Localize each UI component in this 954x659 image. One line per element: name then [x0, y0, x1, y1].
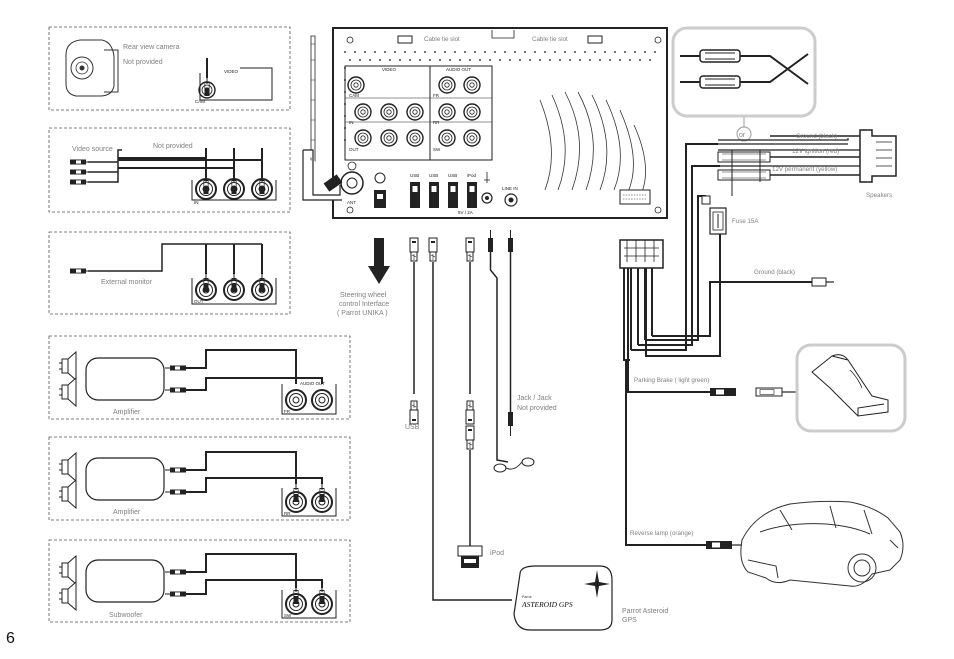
usb-port-2-label: USB [429, 173, 438, 178]
ipod-port-label: iPod [467, 173, 477, 178]
cable-tie-slot-2-label: Cable tie slot [532, 36, 568, 43]
ignition-label: 12V ignition (red) [792, 148, 839, 155]
head-video-label: VIDEO [382, 67, 397, 72]
parrot-unika-label: ( Parrot UNIKA ) [337, 310, 388, 317]
speakers-label: Speakers [866, 192, 892, 199]
handbrake-icon [795, 343, 907, 433]
cable-tie-slot-1-label: Cable tie slot [424, 36, 460, 43]
jack-jack-label: Jack / Jack [517, 395, 552, 402]
video-not-provided-label: Not provided [153, 143, 193, 150]
fuse-icon [701, 195, 727, 235]
earphones-icon [493, 457, 535, 473]
power-spec-label: 5V / 2A [458, 210, 473, 215]
external-monitor-panel: External monitor OUT [48, 231, 291, 315]
gps-label: GPS [622, 617, 637, 624]
heatsink [539, 91, 646, 193]
video-source-panel: Video source Not provided IN [48, 127, 291, 213]
amplifier-fr-label: Amplifier [113, 409, 141, 416]
head-rr-label: RR [433, 120, 440, 125]
head-sw-label: SW [433, 147, 441, 152]
rear-camera-panel: Rear view camera Not provided VIDEO CAM [48, 26, 291, 111]
parking-brake-label: Parking Brake ( light green) [634, 377, 709, 384]
antenna [302, 35, 343, 201]
ground-black-label: Ground (black) [796, 133, 837, 140]
ant-label: ANT [347, 200, 356, 205]
rca-panel: VIDEO AUDIO OUT CAM IN OUT FR RR SW [344, 65, 493, 161]
wiring-harness: Ground (black) 12V ignition (red) 12V pe… [619, 129, 897, 549]
or-label: or [739, 132, 746, 139]
steering-arrow: Steering wheel control Interface ( Parro… [337, 238, 390, 317]
audio-out-label: AUDIO OUT [300, 381, 325, 386]
reverse-lamp-label: Reverse lamp (orange) [630, 530, 693, 537]
usb-port-1-label: USB [410, 173, 419, 178]
ipod-label: iPod [490, 550, 504, 557]
steering-wheel-label: Steering wheel [340, 292, 387, 299]
usb-label: USB [405, 424, 420, 431]
camera-icon [65, 39, 119, 97]
out-label: OUT [194, 299, 204, 304]
jack-not-provided-label: Not provided [517, 405, 557, 412]
subwoofer-panel: Subwoofer SW [48, 539, 351, 623]
fuse-label: Fuse 15A [732, 218, 759, 225]
camera-not-provided-label: Not provided [123, 59, 163, 66]
amplifier-fr-panel: Amplifier AUDIO OUT FR [48, 335, 351, 420]
external-monitor-label: External monitor [101, 279, 153, 286]
video-source-label: Video source [72, 146, 113, 153]
jack-cables: Jack / Jack Not provided [488, 230, 557, 473]
amplifier-rr-panel: Amplifier RR [48, 436, 351, 521]
gps-brand-name: ASTEROID GPS [521, 600, 573, 609]
gps-brand-small: Parrot [522, 595, 532, 599]
speaker-connector [859, 129, 897, 183]
sw-label: SW [284, 613, 292, 618]
head-in-label: IN [349, 120, 354, 125]
mic-jack [481, 172, 493, 204]
head-audio-out-label: AUDIO OUT [446, 67, 471, 72]
cam-label: CAM [195, 99, 205, 104]
permanent-label: 12V permanent (yellow) [772, 166, 837, 173]
page-number: 6 [6, 630, 15, 647]
head-unit: Cable tie slot Cable tie slot VIDEO AUDI… [332, 27, 668, 219]
control-interface-label: control Interface [339, 301, 389, 308]
head-out-label: OUT [349, 147, 359, 152]
ipod-connector [457, 545, 483, 568]
line-in-label: LINE IN [502, 186, 518, 191]
in-label: IN [194, 200, 199, 205]
subwoofer-label: Subwoofer [109, 612, 143, 619]
gps-receiver: Parrot ASTEROID GPS Parrot Asteroid GPS [513, 565, 668, 631]
usb-ports: USB USB USB iPod 5V / 2A [410, 173, 477, 215]
rear-view-camera-label: Rear view camera [123, 44, 180, 51]
head-fr-label: FR [433, 93, 440, 98]
parrot-asteroid-label: Parrot Asteroid [622, 608, 668, 615]
video-label: VIDEO [224, 69, 239, 74]
ground-black-2-label: Ground (black) [754, 269, 795, 276]
connector-detail: or [671, 26, 817, 142]
usb-port-3-label: USB [448, 173, 457, 178]
car-icon [740, 500, 904, 587]
rr-label: RR [284, 511, 291, 516]
head-cam-label: CAM [349, 93, 359, 98]
amplifier-rr-label: Amplifier [113, 509, 141, 516]
usb-cables: USB iPod [405, 237, 512, 601]
fr-label: FR [284, 409, 291, 414]
